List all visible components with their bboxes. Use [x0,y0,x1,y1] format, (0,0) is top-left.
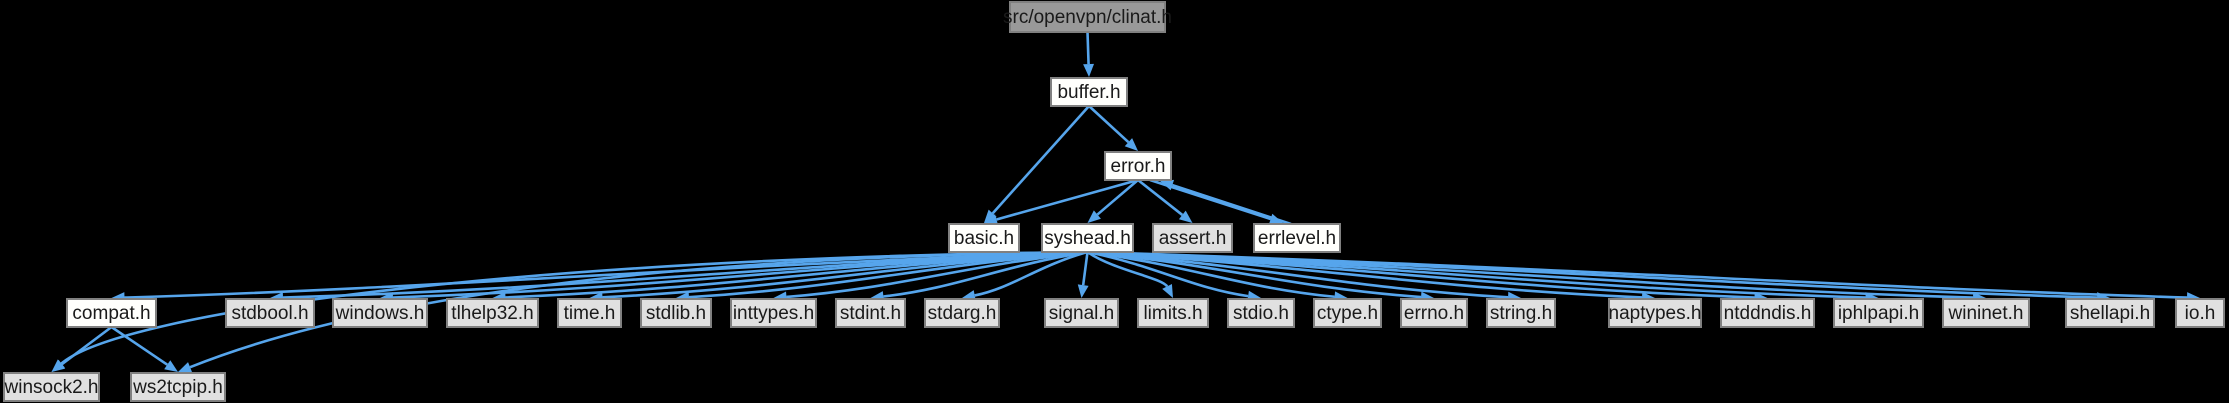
edge-syshead-to-ws2tcpip [178,250,1088,373]
node-iphlpapi[interactable]: iphlpapi.h [1833,298,1924,328]
node-wininet[interactable]: wininet.h [1942,298,2030,328]
node-box-stdio[interactable] [1227,298,1295,328]
edge-compat-to-ws2tcpip [110,325,178,372]
node-box-wininet[interactable] [1942,298,2030,328]
node-error[interactable]: error.h [1104,151,1172,181]
node-stdarg[interactable]: stdarg.h [924,298,1000,328]
node-ws2tcpip[interactable]: ws2tcpip.h [130,372,226,402]
node-box-signal[interactable] [1044,298,1119,328]
node-stdbool[interactable]: stdbool.h [225,298,315,328]
node-box-basic[interactable] [948,223,1020,253]
node-string[interactable]: string.h [1486,298,1556,328]
node-windows[interactable]: windows.h [332,298,428,328]
edge-compat-to-winsock2 [51,325,113,372]
node-box-errlevel[interactable] [1253,223,1341,253]
edge-buffer-to-error [1088,105,1138,151]
node-shellapi[interactable]: shellapi.h [2065,298,2155,328]
edge-errlevel-to-error [1160,179,1292,226]
node-assert[interactable]: assert.h [1152,223,1233,253]
node-basic[interactable]: basic.h [948,223,1020,253]
node-box-stdarg[interactable] [924,298,1000,328]
node-signal[interactable]: signal.h [1044,298,1119,328]
node-box-compat[interactable] [66,298,157,328]
node-box-limits[interactable] [1137,298,1209,328]
node-box-syshead[interactable] [1041,223,1134,253]
node-inttypes[interactable]: inttypes.h [730,298,817,328]
node-errno[interactable]: errno.h [1400,298,1468,328]
node-box-clinat[interactable] [1009,1,1166,33]
node-box-naptypes[interactable] [1608,298,1702,328]
edge-buffer-to-basic [984,105,1090,223]
node-box-stdint[interactable] [835,298,906,328]
node-box-stdbool[interactable] [225,298,315,328]
node-box-errno[interactable] [1400,298,1468,328]
node-tlhelp32[interactable]: tlhelp32.h [446,298,539,328]
node-ntddndis[interactable]: ntddndis.h [1720,298,1815,328]
edge-error-to-basic [984,178,1139,225]
node-compat[interactable]: compat.h [66,298,157,328]
node-box-assert[interactable] [1152,223,1233,253]
node-box-ws2tcpip[interactable] [130,372,226,402]
node-box-buffer[interactable] [1050,77,1128,107]
node-stdint[interactable]: stdint.h [835,298,906,328]
node-box-ntddndis[interactable] [1720,298,1815,328]
edge-syshead-to-limits [1086,250,1173,298]
node-ctype[interactable]: ctype.h [1313,298,1382,328]
node-box-shellapi[interactable] [2065,298,2155,328]
edge-error-to-assert [1137,178,1193,223]
node-box-inttypes[interactable] [730,298,817,328]
node-errlevel[interactable]: errlevel.h [1253,223,1341,253]
edge-error-to-syshead [1087,179,1139,223]
node-box-iphlpapi[interactable] [1833,298,1924,328]
node-stdlib[interactable]: stdlib.h [640,298,712,328]
node-box-windows[interactable] [332,298,428,328]
node-limits[interactable]: limits.h [1137,298,1209,328]
node-box-tlhelp32[interactable] [446,298,539,328]
edge-clinat-to-buffer [1083,31,1095,77]
node-box-io[interactable] [2175,298,2225,328]
node-box-winsock2[interactable] [3,372,100,402]
node-buffer[interactable]: buffer.h [1050,77,1128,107]
edge-syshead-to-signal [1077,251,1089,298]
node-box-stdlib[interactable] [640,298,712,328]
node-time[interactable]: time.h [557,298,622,328]
node-io[interactable]: io.h [2175,298,2225,328]
node-syshead[interactable]: syshead.h [1041,223,1134,253]
node-stdio[interactable]: stdio.h [1227,298,1295,328]
node-winsock2[interactable]: winsock2.h [3,372,100,402]
node-box-time[interactable] [557,298,622,328]
node-box-string[interactable] [1486,298,1556,328]
edge-layer [51,31,2200,373]
node-box-error[interactable] [1104,151,1172,181]
node-clinat[interactable]: src/openvpn/clinat.h [1003,1,1172,33]
node-box-ctype[interactable] [1313,298,1382,328]
node-naptypes[interactable]: naptypes.h [1608,298,1702,328]
